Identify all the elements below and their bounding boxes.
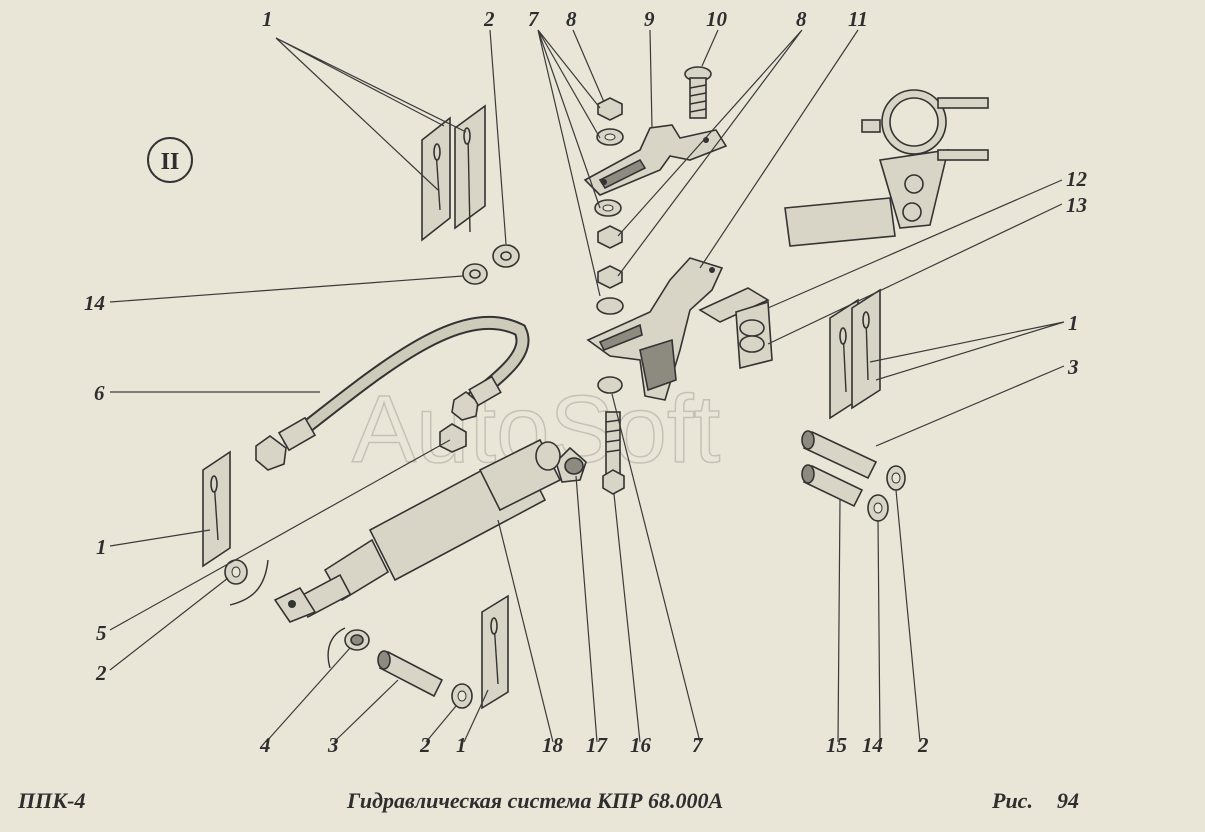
callout-8-top: 8 [566, 7, 577, 31]
callout-12: 12 [1066, 167, 1088, 191]
callout-1-right: 1 [1068, 311, 1079, 335]
sheet-title: Гидравлическая система КПР 68.000А [347, 788, 724, 813]
callout-8-top2: 8 [796, 7, 807, 31]
hose-6 [255, 315, 530, 471]
callout-1-bottom: 1 [456, 733, 467, 757]
callout-3-right: 3 [1067, 355, 1079, 379]
washer-14-right [867, 494, 889, 522]
leader-lines [109, 29, 1065, 743]
callout-6: 6 [94, 381, 105, 405]
callout-7-top: 7 [528, 7, 540, 31]
callout-16: 16 [630, 733, 652, 757]
bolt-10 [684, 66, 712, 119]
bushing-17 [555, 446, 587, 483]
washer-7-top [596, 128, 624, 146]
washer-14-left [462, 263, 488, 285]
hydraulic-cylinder-18 [273, 438, 562, 623]
cotter-pin-left [202, 450, 231, 568]
lock-plate-12 [698, 287, 770, 323]
nut-8-top [597, 97, 623, 121]
callout-3-bottom: 3 [327, 733, 339, 757]
bushing-4 [344, 629, 370, 651]
callout-5: 5 [96, 621, 107, 645]
arc-guide-bottom [327, 627, 346, 669]
nut-8-mid [597, 225, 623, 249]
pin-3-bottom [377, 650, 444, 698]
arc-guide-left [229, 559, 269, 606]
nut-8-low [597, 265, 623, 289]
pipe-clamp-detail [784, 89, 989, 247]
callout-13: 13 [1066, 193, 1087, 217]
bolt-16 [602, 411, 625, 495]
view-mark: II [147, 137, 193, 183]
pin-3-right [801, 430, 878, 480]
washer-7-bottom [597, 376, 623, 394]
nut-washer-13 [735, 300, 773, 370]
callout-10: 10 [706, 7, 728, 31]
washer-7-low [596, 297, 624, 315]
callout-11: 11 [848, 7, 868, 31]
washer-7-mid [594, 199, 622, 217]
figure-label: Рис. 94 [992, 788, 1103, 814]
callout-14-bottom: 14 [862, 733, 883, 757]
callout-1-left: 1 [96, 535, 107, 559]
callout-1-top: 1 [262, 7, 273, 31]
callout-4: 4 [259, 733, 271, 757]
view-mark-label: II [161, 149, 180, 175]
cotter-pin-pair-right [829, 288, 881, 420]
cotter-pin-pair-top [421, 104, 486, 242]
callout-18: 18 [542, 733, 564, 757]
callout-2-bottom: 2 [419, 733, 431, 757]
pin-15-right [801, 464, 864, 508]
callout-14-left: 14 [84, 291, 105, 315]
washer-2-right [886, 465, 906, 491]
callout-2-bottom-right: 2 [917, 733, 929, 757]
sheet-code: ППК-4 [18, 788, 86, 813]
washer-2-top [492, 244, 520, 268]
figure-label-text: Рис. [992, 788, 1033, 813]
callout-7-bottom: 7 [692, 733, 704, 757]
callout-9: 9 [644, 7, 655, 31]
callout-17: 17 [586, 733, 609, 757]
washer-2-bottom [451, 683, 473, 709]
bracket-11 [586, 257, 724, 401]
callout-2-top: 2 [483, 7, 495, 31]
callout-2-left: 2 [95, 661, 107, 685]
cotter-pin-bottom [481, 594, 509, 710]
washer-2-left [224, 559, 248, 585]
callout-15: 15 [826, 733, 847, 757]
figure-number: 94 [1056, 788, 1079, 813]
